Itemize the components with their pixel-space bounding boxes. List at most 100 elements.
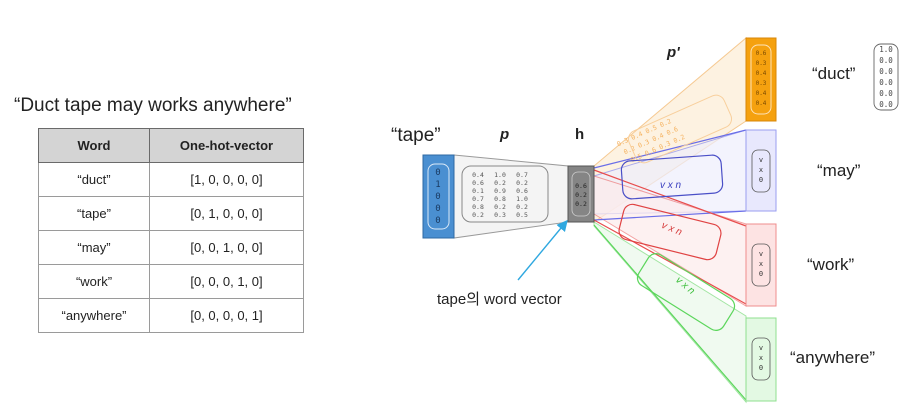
output-value: 0.3 bbox=[756, 60, 767, 67]
p-label: p bbox=[500, 126, 510, 143]
onehot-value: 0.0 bbox=[879, 56, 893, 65]
duct-onehot-values: 1.0 0.0 0.0 0.0 0.0 0.0 bbox=[879, 45, 893, 109]
output-value: 0 bbox=[759, 364, 763, 372]
p-cell: 0.8 bbox=[494, 195, 506, 203]
p-cell: 1.0 bbox=[494, 171, 506, 179]
p-cell: 0.8 bbox=[472, 203, 484, 211]
p-cell: 0.6 bbox=[472, 179, 484, 187]
output-box-work bbox=[745, 223, 777, 307]
p-cell: 0.2 bbox=[516, 203, 528, 211]
hidden-vector-bracket bbox=[571, 171, 591, 217]
onehot-value: 0.0 bbox=[879, 67, 893, 76]
input-vector-value: 0 bbox=[435, 168, 440, 178]
h-label: h bbox=[575, 126, 585, 143]
p-matrix-bracket bbox=[461, 165, 549, 223]
cell-word: “anywhere” bbox=[38, 298, 150, 333]
input-word-label: “tape” bbox=[391, 125, 441, 146]
onehot-value: 1.0 bbox=[879, 45, 893, 54]
onehot-table: Word One-hot-vector “duct” [1, 0, 0, 0, … bbox=[38, 128, 304, 333]
output-value: x bbox=[759, 354, 763, 362]
duct-onehot-bracket bbox=[873, 43, 899, 111]
p-cell: 0.2 bbox=[494, 179, 506, 187]
output-value: 0.4 bbox=[756, 100, 767, 107]
cell-vector: [0, 1, 0, 0, 0] bbox=[149, 196, 304, 231]
output-word-duct: “duct” bbox=[812, 64, 856, 83]
input-vector-value: 1 bbox=[435, 180, 440, 190]
vxn-blue-bracket bbox=[620, 154, 724, 200]
p-cell: 0.2 bbox=[494, 203, 506, 211]
input-vector-bracket bbox=[427, 163, 450, 230]
output-word-anywhere: “anywhere” bbox=[790, 348, 876, 367]
vxn-blue-label: v x n bbox=[660, 180, 682, 191]
output-value: 0 bbox=[759, 176, 763, 184]
cell-vector: [1, 0, 0, 0, 0] bbox=[149, 162, 304, 197]
table-row: “duct” [1, 0, 0, 0, 0] bbox=[38, 162, 304, 197]
h-value: 0.2 bbox=[575, 191, 587, 199]
cell-word: “duct” bbox=[38, 162, 150, 197]
cell-vector: [0, 0, 0, 1, 0] bbox=[149, 264, 304, 299]
h-value: 0.2 bbox=[575, 200, 587, 208]
cell-word: “work” bbox=[38, 264, 150, 299]
p-cell: 1.0 bbox=[516, 195, 528, 203]
output-value: 0.4 bbox=[756, 70, 767, 77]
p-cell: 0.6 bbox=[516, 187, 528, 195]
onehot-value: 0.0 bbox=[879, 89, 893, 98]
blue-line-top bbox=[593, 129, 747, 169]
onehot-value: 0.0 bbox=[879, 100, 893, 109]
p-cell: 0.7 bbox=[472, 195, 484, 203]
table-row: “anywhere” [0, 0, 0, 0, 1] bbox=[38, 298, 304, 333]
p-cell: 0.7 bbox=[516, 171, 528, 179]
header-onehot: One-hot-vector bbox=[149, 128, 304, 163]
output-work-values: v x 0 bbox=[759, 250, 763, 278]
p-cell: 0.2 bbox=[472, 211, 484, 219]
pprime-orange-bracket bbox=[627, 94, 733, 164]
output-box-anywhere bbox=[745, 317, 777, 402]
output-word-may: “may” bbox=[817, 161, 861, 180]
p-cell: 0.5 bbox=[516, 211, 528, 219]
table-row: “work” [0, 0, 0, 1, 0] bbox=[38, 264, 304, 299]
output-may-values: v x 0 bbox=[759, 156, 763, 184]
p-cell: 0.1 bbox=[472, 187, 484, 195]
output-box-may bbox=[745, 129, 777, 212]
p-cell: 0.2 bbox=[516, 179, 528, 187]
input-vector-values: 0 1 0 0 0 bbox=[435, 168, 440, 226]
sentence-caption: “Duct tape may works anywhere” bbox=[14, 95, 292, 116]
output-anywhere-values: v x 0 bbox=[759, 344, 763, 372]
input-vector-value: 0 bbox=[435, 192, 440, 202]
input-vector-value: 0 bbox=[435, 204, 440, 214]
output-may-bracket bbox=[751, 149, 771, 193]
output-work-bracket bbox=[751, 243, 771, 287]
p-cell: 0.4 bbox=[472, 171, 484, 179]
output-duct-bracket bbox=[750, 44, 772, 115]
word-vector-arrow bbox=[517, 219, 568, 281]
green-line-bottom bbox=[593, 224, 747, 401]
h-value: 0.6 bbox=[575, 182, 587, 190]
output-value: x bbox=[759, 260, 763, 268]
table-row: “tape” [0, 1, 0, 0, 0] bbox=[38, 196, 304, 231]
output-value: v bbox=[759, 156, 763, 164]
p-matrix-values: 0.4 1.0 0.7 0.6 0.2 0.2 0.1 0.9 0.6 0.7 … bbox=[472, 171, 528, 219]
word-vector-caption: tape의 word vector bbox=[437, 291, 562, 308]
input-to-hidden-funnel bbox=[453, 154, 569, 239]
output-value: 0 bbox=[759, 270, 763, 278]
vxn-red-bracket bbox=[618, 203, 722, 261]
output-value: 0.4 bbox=[756, 90, 767, 97]
cell-word: “may” bbox=[38, 230, 150, 265]
output-word-work: “work” bbox=[807, 255, 855, 274]
output-value: v bbox=[759, 250, 763, 258]
input-vector-value: 0 bbox=[435, 216, 440, 226]
blue-line-bottom bbox=[593, 210, 747, 221]
red-line-top bbox=[593, 169, 747, 227]
p-cell: 0.3 bbox=[494, 211, 506, 219]
output-value: 0.3 bbox=[756, 80, 767, 87]
output-value: 0.6 bbox=[756, 50, 767, 57]
onehot-value: 0.0 bbox=[879, 78, 893, 87]
output-anywhere-bracket bbox=[751, 337, 771, 381]
table-header-row: Word One-hot-vector bbox=[38, 128, 304, 163]
cell-vector: [0, 0, 0, 0, 1] bbox=[149, 298, 304, 333]
output-duct-values: 0.6 0.3 0.4 0.3 0.4 0.4 bbox=[756, 50, 767, 107]
output-value: v bbox=[759, 344, 763, 352]
hidden-vector-values: 0.6 0.2 0.2 bbox=[575, 182, 587, 208]
output-value: x bbox=[759, 166, 763, 174]
